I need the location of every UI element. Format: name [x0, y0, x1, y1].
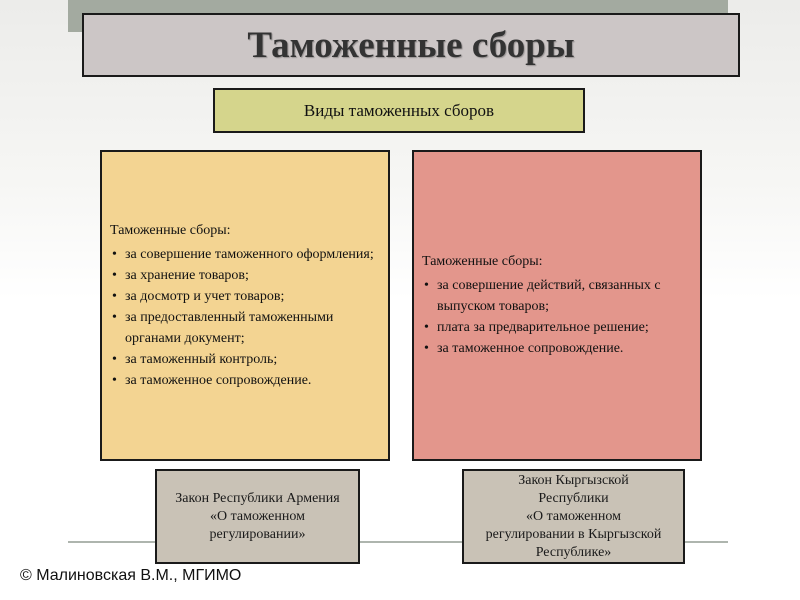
- page-title: Таможенные сборы: [247, 24, 575, 66]
- subtitle: Виды таможенных сборов: [303, 100, 495, 120]
- fee-list: за совершение таможенного оформления; за…: [110, 244, 376, 391]
- law-line: Закон Кыргызской: [518, 472, 629, 488]
- title-box: Таможенные сборы: [82, 13, 740, 77]
- list-item: за таможенный контроль;: [110, 349, 376, 370]
- law-line: регулировании»: [209, 526, 306, 542]
- law-text: Закон Республики Армения «О таможенном р…: [175, 490, 339, 544]
- law-line: «О таможенном: [210, 508, 305, 524]
- card-heading: Таможенные сборы:: [110, 222, 231, 238]
- kyrgyz-fees-card: Таможенные сборы: за совершение действий…: [412, 150, 702, 461]
- law-line: Республике»: [535, 544, 612, 560]
- armenia-law-box: Закон Республики Армения «О таможенном р…: [155, 469, 360, 564]
- list-item: за таможенное сопровождение.: [422, 338, 688, 359]
- copyright: © Малиновская В.М., МГИМО: [20, 567, 242, 584]
- law-line: Закон Республики Армения: [175, 490, 340, 506]
- law-line: регулировании в Кыргызской: [485, 526, 662, 542]
- subtitle-box: Виды таможенных сборов: [213, 88, 585, 133]
- list-item: за предоставленный таможенными органами …: [110, 307, 376, 349]
- kyrgyz-law-box: Закон Кыргызской Республики «О таможенно…: [462, 469, 685, 564]
- list-item: за совершение таможенного оформления;: [110, 244, 376, 265]
- law-text: Закон Кыргызской Республики «О таможенно…: [486, 472, 662, 562]
- law-line: Республики: [538, 490, 609, 506]
- list-item: за досмотр и учет товаров;: [110, 286, 376, 307]
- list-item: за совершение действий, связанных с выпу…: [422, 275, 688, 317]
- armenia-fees-card: Таможенные сборы: за совершение таможенн…: [100, 150, 390, 461]
- card-heading: Таможенные сборы:: [422, 254, 543, 269]
- list-item: плата за предварительное решение;: [422, 317, 688, 338]
- law-line: «О таможенном: [526, 508, 621, 524]
- fee-list: за совершение действий, связанных с выпу…: [422, 275, 688, 359]
- list-item: за таможенное сопровождение.: [110, 370, 376, 391]
- divider-line: [68, 541, 728, 543]
- list-item: за хранение товаров;: [110, 265, 376, 286]
